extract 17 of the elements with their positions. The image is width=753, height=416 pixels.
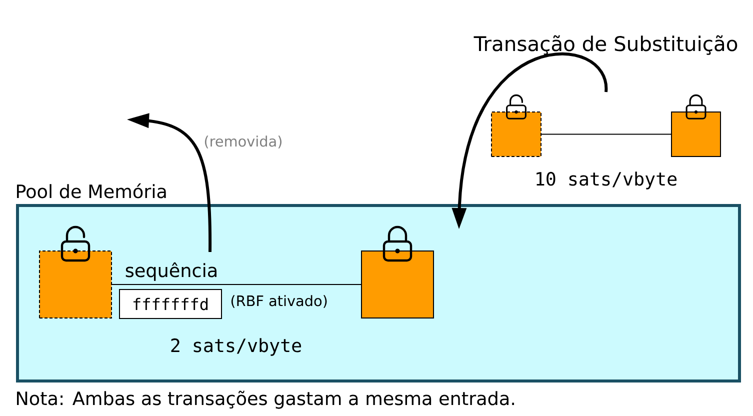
note-text: Nota: Ambas as transações gastam a mesma entrada. [17,390,514,409]
box-title: Pool de Memória [17,183,166,198]
edge-label: (removida) [204,136,282,148]
side-note: (RBF ativado) [231,295,327,308]
arrow [452,52,608,229]
square-box [361,250,434,318]
value-box: fffffffd [119,289,222,319]
square-box [671,112,721,157]
connector-line [111,284,362,285]
rate-label: 2 sats/vbyte [171,338,302,356]
rate-label: 10 sats/vbyte [536,172,677,190]
connector-line [540,134,672,135]
square-box [39,250,112,318]
square-box [491,112,542,157]
arrow [127,113,212,252]
edge-label: sequência [126,262,216,281]
group-title: Transação de Substituição [474,35,738,55]
